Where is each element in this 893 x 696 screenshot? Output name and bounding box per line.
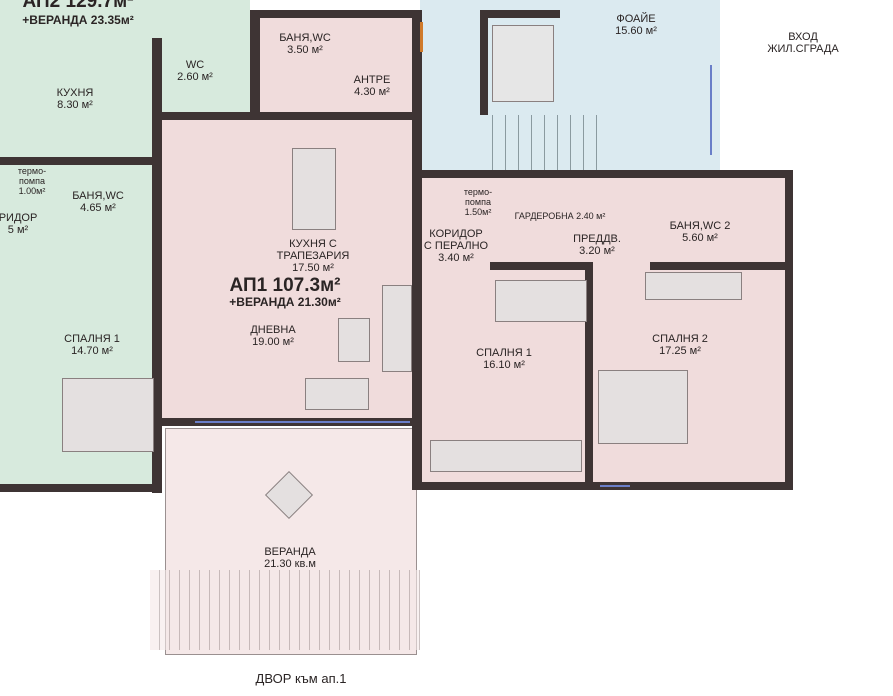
apartment-2-title: АП2 129.7м² (22, 0, 134, 12)
desk (645, 272, 742, 300)
apartment-2-top-area (160, 0, 250, 118)
apartment-1-title: АП1 107.3м² (229, 275, 341, 296)
apartment-1-veranda: +ВЕРАНДА 21.30м² (229, 295, 341, 309)
wall (260, 10, 420, 18)
wall (585, 262, 593, 484)
bed (62, 378, 154, 452)
wall (490, 262, 590, 270)
wall (420, 170, 792, 178)
wall (480, 10, 488, 115)
apartment-1-area (250, 15, 420, 120)
wall (650, 262, 790, 270)
apartment-2-veranda: +ВЕРАНДА 23.35м² (22, 13, 134, 27)
wall (152, 38, 162, 493)
wall (480, 10, 560, 18)
dining-table (292, 148, 336, 230)
wall (412, 10, 422, 490)
bed (495, 280, 587, 322)
room-label-hall: ПРЕДДВ.3.20 м² (573, 233, 621, 257)
armchair (305, 378, 369, 410)
elevator (492, 25, 554, 102)
wall (0, 484, 160, 492)
sofa (382, 285, 412, 372)
bed (598, 370, 688, 444)
wall (250, 10, 260, 120)
wall (785, 170, 793, 490)
window (195, 421, 410, 423)
wall (0, 157, 160, 165)
living-area (160, 118, 422, 420)
room-label-wardrobe: ГАРДЕРОБНА 2.40 м² (514, 211, 606, 221)
stairs (480, 115, 600, 170)
desk (430, 440, 582, 472)
window (600, 485, 630, 487)
door (420, 22, 423, 52)
coffee-table (338, 318, 370, 362)
window (710, 65, 712, 155)
yard-label: ДВОР към ап.1 (255, 671, 347, 686)
wall (160, 112, 422, 120)
veranda-steps (150, 570, 420, 650)
